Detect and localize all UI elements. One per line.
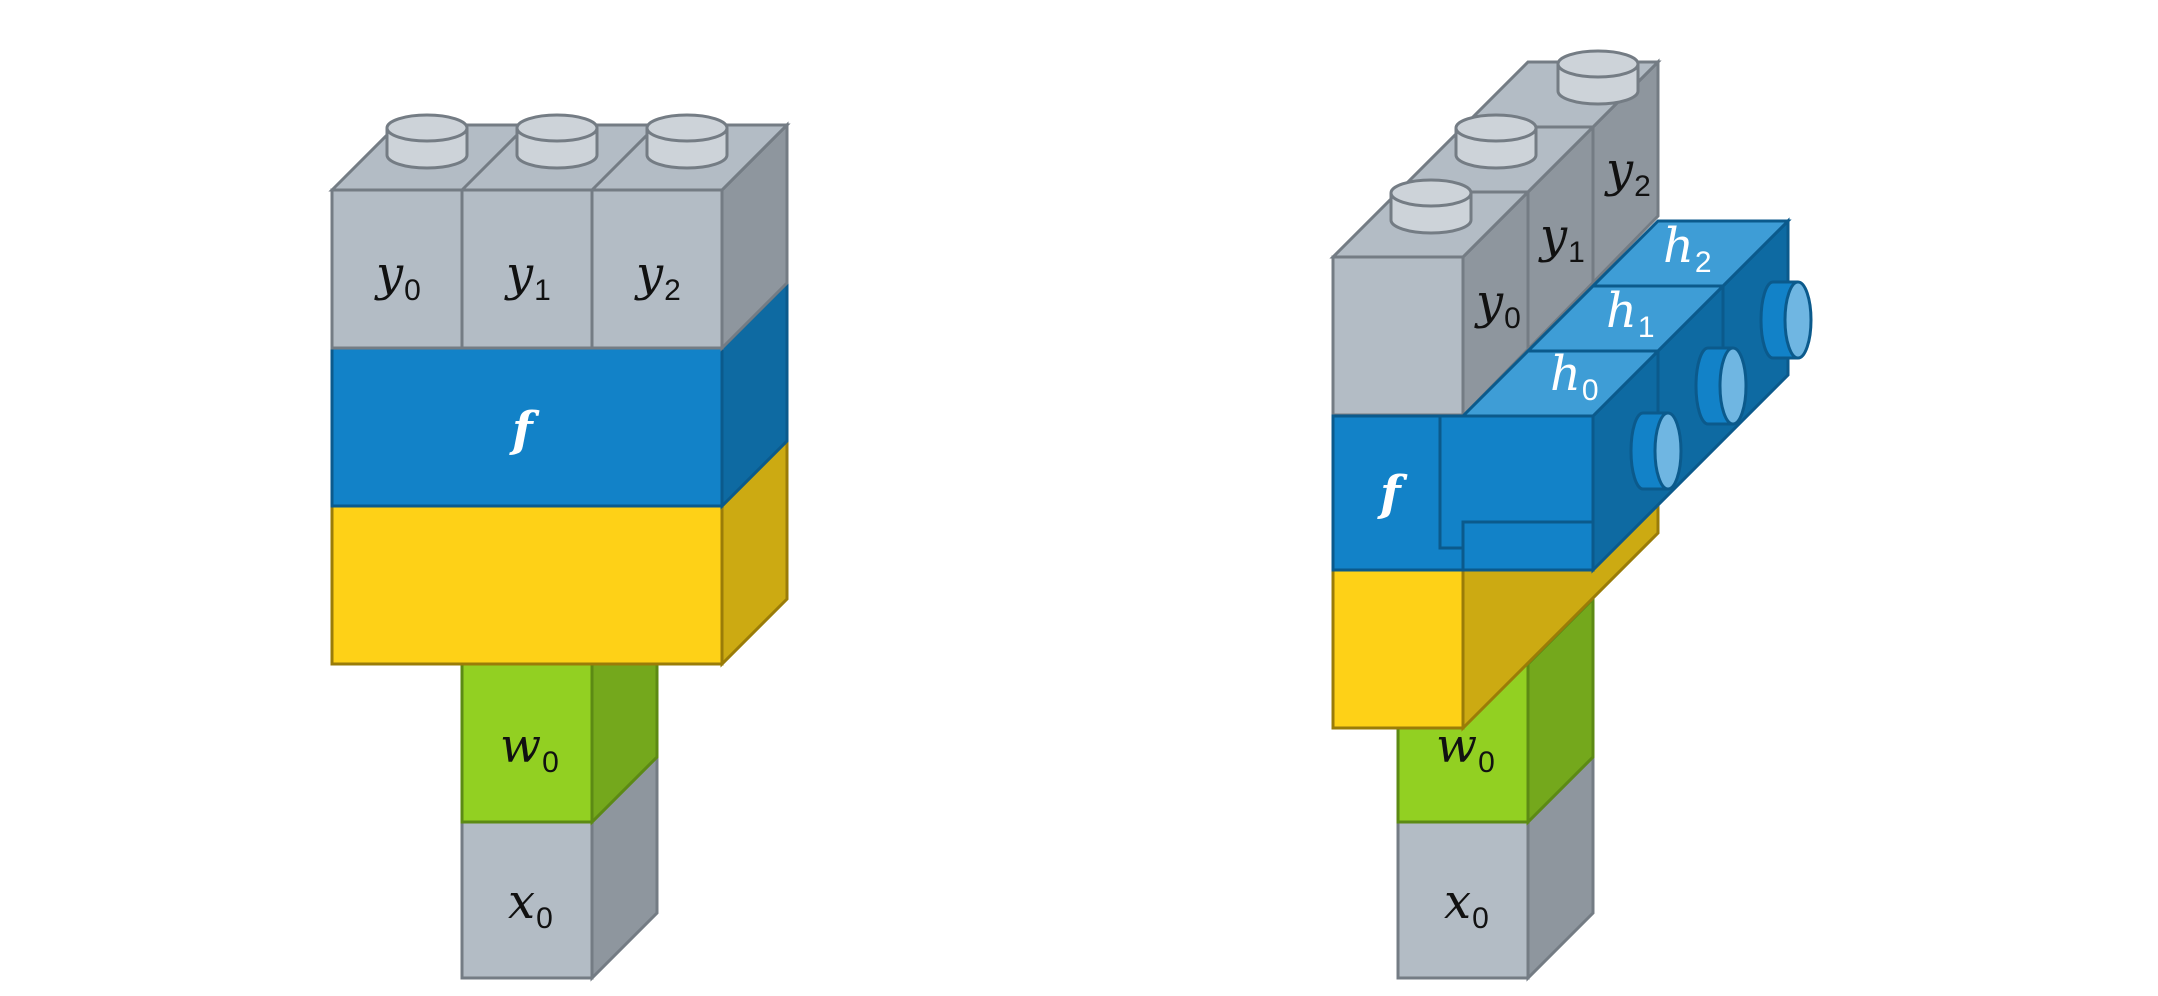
right-stud <box>1454 113 1538 170</box>
right-hidden-label-2: h2 <box>1663 218 1712 279</box>
right-stud <box>1556 49 1640 106</box>
right-diagram: x0 w0 <box>1329 49 1813 982</box>
left-stud <box>645 113 729 170</box>
right-input-label: x0 <box>1444 874 1489 935</box>
left-output-label-0: y0 <box>374 246 421 307</box>
left-stud <box>385 113 469 170</box>
right-output-label-0: y0 <box>1474 274 1521 335</box>
right-input-block: x0 <box>1396 753 1595 982</box>
right-hidden-label-0: h0 <box>1550 346 1599 407</box>
right-output-label-2: y2 <box>1604 142 1651 203</box>
right-hidden-stud-0 <box>1629 411 1683 491</box>
right-hidden-stud-1 <box>1694 346 1748 426</box>
left-diagram: x0 w0 f <box>328 113 791 982</box>
right-hidden-label-1: h1 <box>1606 283 1655 344</box>
left-output-bricks: y0 y1 y2 <box>328 113 791 352</box>
left-weight-label: w0 <box>500 718 559 779</box>
left-output-brick-1 <box>460 188 594 350</box>
right-output-label-1: y1 <box>1538 208 1585 269</box>
right-output-brick-front <box>1331 255 1465 417</box>
left-output-label-2: y2 <box>634 246 681 307</box>
right-output-bricks: y0 y1 y2 <box>1329 49 1662 420</box>
left-output-brick-0 <box>330 188 464 350</box>
left-input-block: x0 <box>460 753 659 982</box>
left-output-label-1: y1 <box>504 246 551 307</box>
right-hidden-stud-2 <box>1759 280 1813 360</box>
left-function-slab: f <box>330 279 789 510</box>
left-yellow-slab <box>330 437 789 668</box>
left-output-brick-2 <box>590 188 724 350</box>
left-input-label: x0 <box>508 874 553 935</box>
left-stud <box>515 113 599 170</box>
right-function-block: f h0 h1 h2 <box>1331 217 1813 574</box>
right-stud <box>1389 178 1473 235</box>
